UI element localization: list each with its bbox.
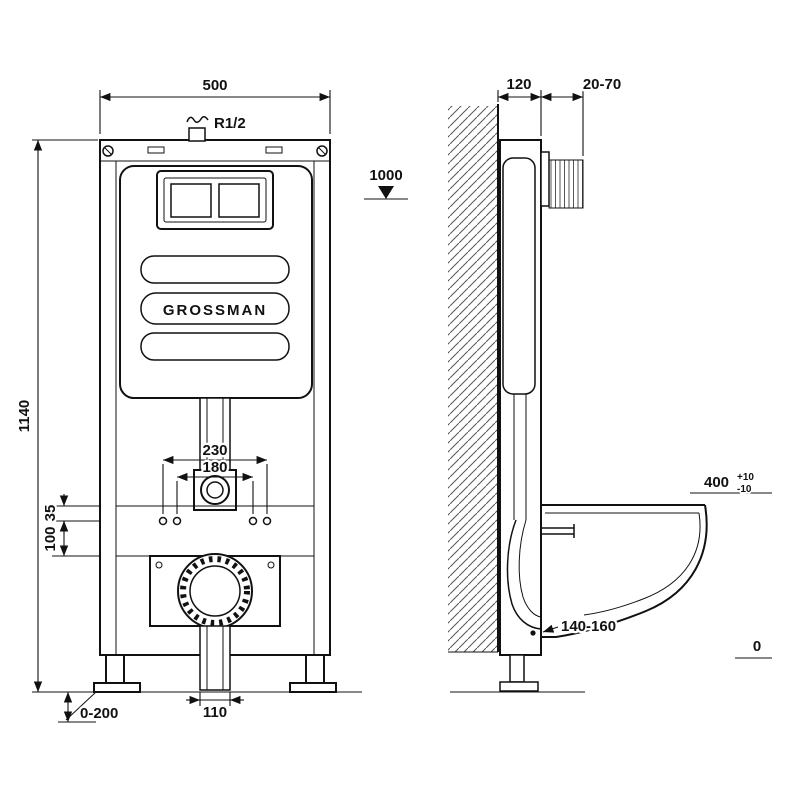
dim-span-230: 230 (162, 440, 268, 514)
flush-button-left (170, 183, 212, 218)
side-view: 120 20-70 140-160 400 +10 -10 0 (448, 74, 772, 693)
dim-offset-100: 100 (40, 521, 100, 557)
pipe-flange (193, 469, 237, 511)
mounting-holes (158, 516, 272, 526)
dim-height-1140: 1140 (14, 139, 98, 692)
dim-outlet-110: 110 (186, 692, 244, 723)
level-mark-1000: 1000 (364, 165, 408, 200)
dim-offset-35: 35 (40, 494, 100, 533)
level-0: 0 (735, 636, 772, 659)
dim-120-label: 120 (506, 76, 531, 93)
wall-section (448, 104, 499, 653)
brand-label: GROSSMAN (163, 302, 267, 319)
dim-legs-0-200: 0-200 (58, 691, 121, 724)
corner-screw-left (102, 145, 114, 157)
dim-0-200-label: 0-200 (80, 705, 118, 722)
inlet-label: R1/2 (214, 115, 246, 132)
dim-span-180: 180 (176, 457, 254, 514)
brand-panel: GROSSMAN (140, 292, 290, 325)
level-400-tol-plus: +10 (737, 472, 754, 483)
dim-140-160-label: 140-160 (561, 618, 616, 635)
leg-side (499, 654, 539, 692)
dim-depth-120: 120 (497, 74, 542, 136)
dim-width-500: 500 (99, 75, 331, 134)
outlet-point (530, 630, 536, 636)
dim-230-label: 230 (202, 442, 227, 459)
level-400: 400 +10 -10 (690, 471, 772, 497)
front-view: R1/2 GROSSMAN (14, 75, 408, 724)
frame-profile (499, 139, 542, 656)
wall-finish-layer (548, 159, 584, 209)
corner-screw-right (316, 145, 328, 157)
waste-ring (177, 553, 253, 629)
level-400-label: 400 (704, 474, 729, 491)
dim-110-label: 110 (203, 704, 227, 721)
level-0-label: 0 (753, 638, 761, 655)
dim-outlet-140-160: 140-160 (542, 616, 618, 637)
water-inlet-icon (186, 116, 209, 123)
flush-button-right (218, 183, 260, 218)
level-400-tol-minus: -10 (737, 484, 752, 495)
level-1000-label: 1000 (369, 167, 402, 184)
outlet-bend (506, 519, 542, 636)
panel-slot-lower (140, 332, 290, 361)
leg-left (93, 654, 141, 693)
leg-right (289, 654, 337, 693)
dim-width-label: 500 (202, 77, 227, 94)
flush-plate-side (540, 151, 550, 207)
dim-height-label: 1140 (16, 400, 33, 433)
bowl-profile (541, 504, 708, 638)
dim-finish-20-70: 20-70 (541, 74, 623, 156)
lower-pipe (199, 625, 231, 691)
flush-plate (156, 170, 274, 230)
level-triangle-icon (378, 186, 394, 199)
dim-100-label: 100 (42, 526, 59, 551)
dim-180-label: 180 (202, 459, 227, 476)
dim-20-70-label: 20-70 (583, 76, 621, 93)
fixing-stud (541, 524, 575, 538)
dim-35-label: 35 (42, 505, 59, 522)
panel-slot-upper (140, 255, 290, 284)
water-inlet (186, 116, 209, 142)
cistern-profile (502, 157, 536, 395)
